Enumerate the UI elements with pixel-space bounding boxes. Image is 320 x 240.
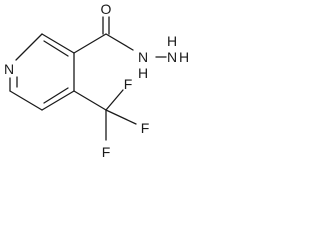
- ring-nitrogen-label: N: [4, 61, 14, 77]
- hydrazide-nh-label: N: [138, 49, 148, 65]
- bond-c5-c6: [9, 90, 43, 111]
- bond-n1-c2: [15, 33, 43, 61]
- terminal-nitrogen-label: N: [167, 49, 177, 65]
- structure-diagram: N O N H N H H F F F: [0, 0, 204, 178]
- fluorine-bottom-label: F: [102, 144, 111, 160]
- terminal-h2-label: H: [167, 33, 177, 49]
- double-bond-c2-c3: [43, 40, 69, 57]
- fluorine-right-label: F: [141, 120, 150, 136]
- terminal-h1-label: H: [179, 49, 189, 65]
- molecule-svg: N O N H N H H F F F: [4, 1, 189, 160]
- fluorine-top-label: F: [124, 76, 133, 92]
- carbonyl-oxygen-label: O: [101, 1, 112, 17]
- double-bond-c4-c5: [43, 87, 69, 104]
- bond-carbonyl-nh: [105, 33, 134, 51]
- bond-cf3-f-top: [105, 89, 124, 111]
- bond-cf3-f-right: [105, 109, 137, 125]
- bond-c3-carbonyl: [73, 33, 107, 54]
- bond-c4-c5: [41, 90, 75, 111]
- bond-c4-cf3: [73, 90, 107, 111]
- hydrazide-nh-h-label: H: [138, 65, 148, 81]
- bond-c2-c3: [41, 33, 75, 54]
